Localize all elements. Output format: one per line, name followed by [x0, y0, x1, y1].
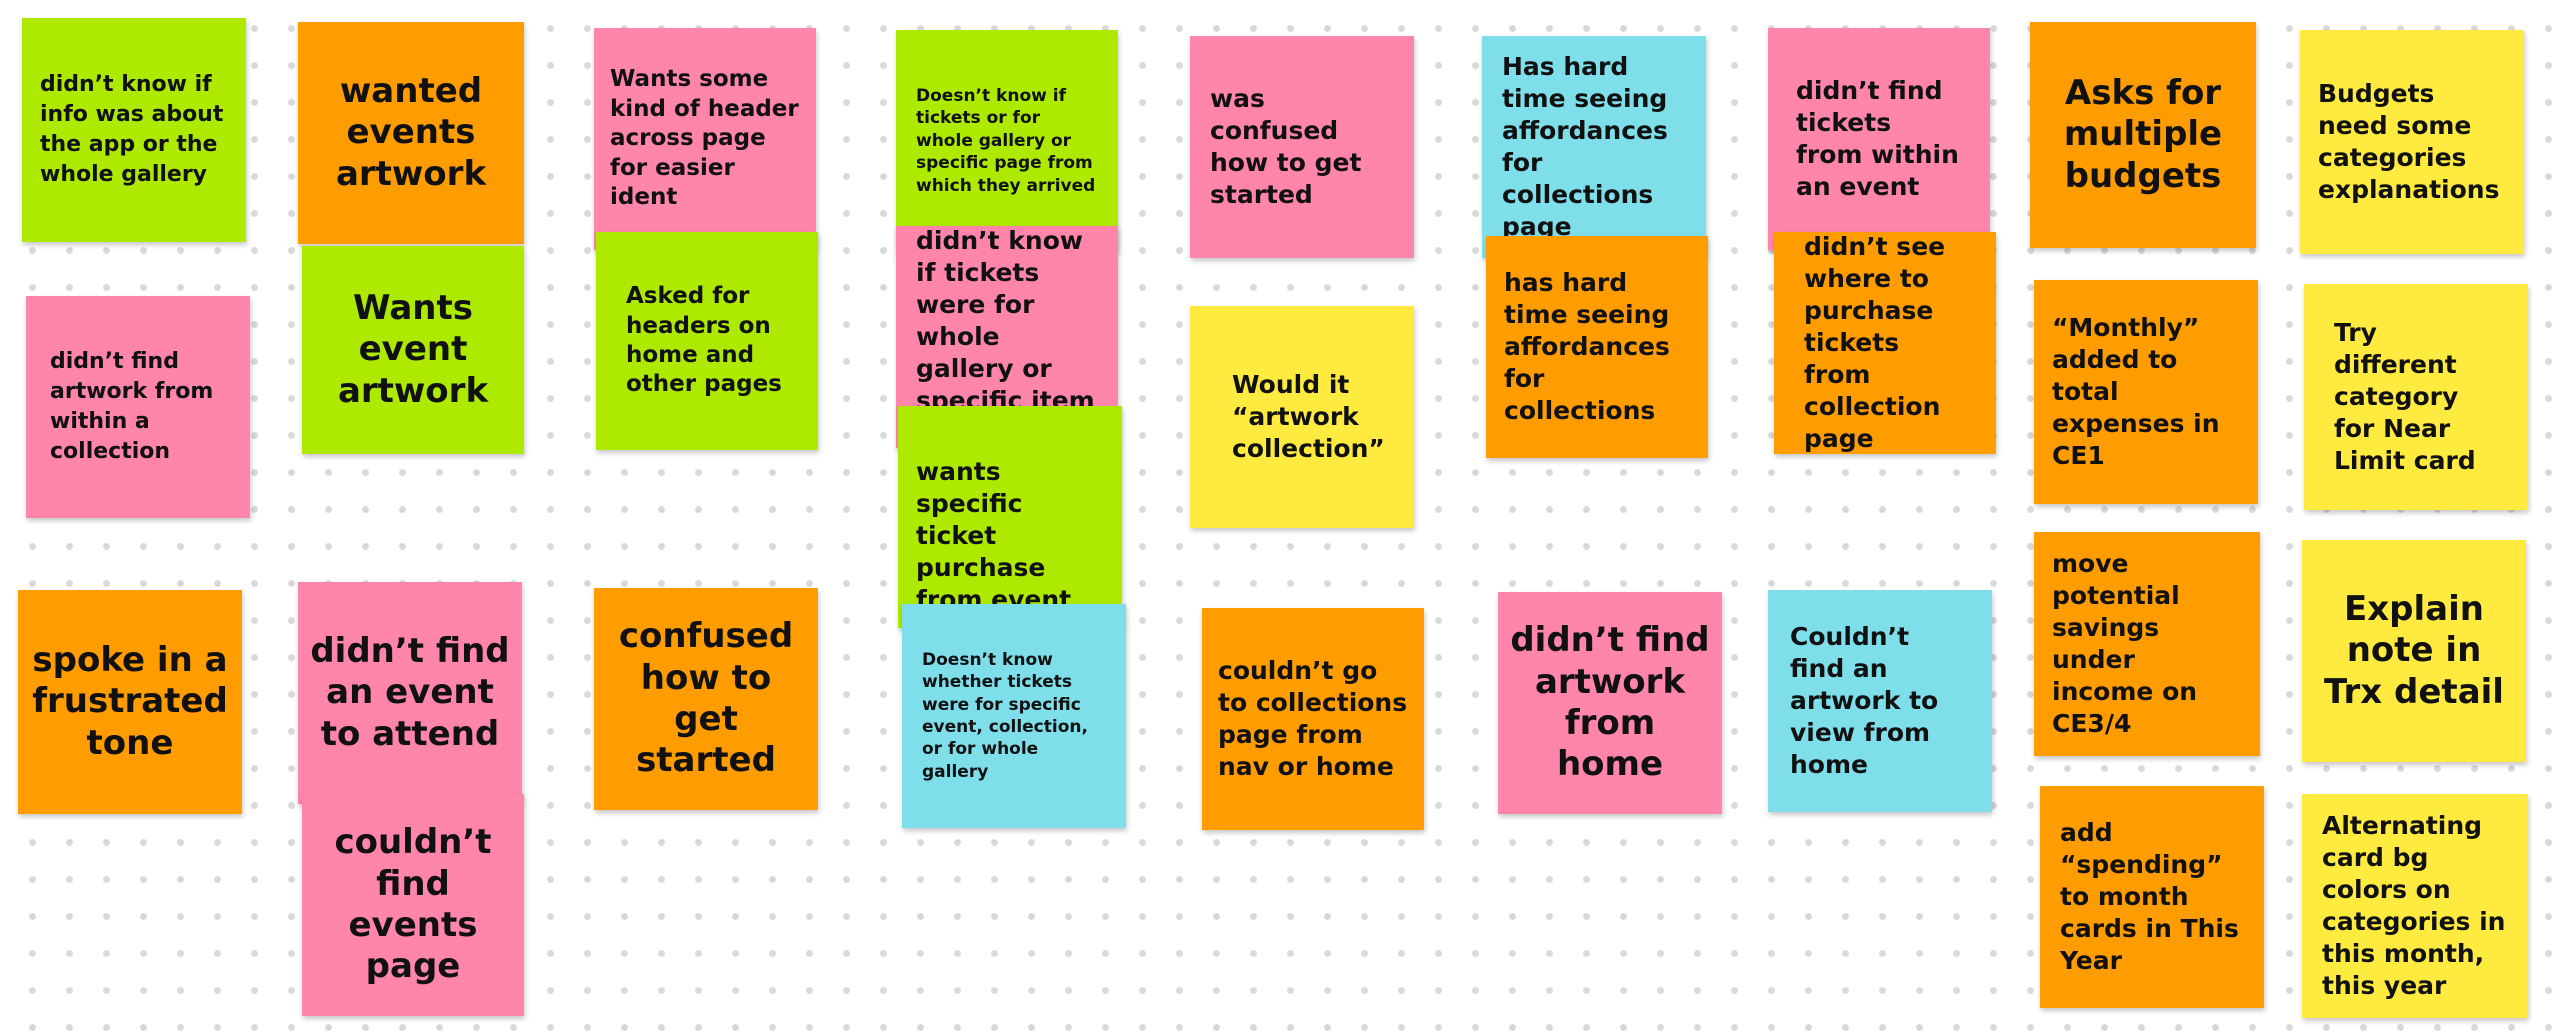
sticky-note[interactable]: has hard time seeing affordances for col… [1486, 236, 1708, 458]
sticky-note[interactable]: “Monthly” added to total expenses in CE1 [2034, 280, 2258, 504]
sticky-note[interactable]: didn’t find artwork from home [1498, 592, 1722, 814]
sticky-note-text: was confused how to get started [1210, 84, 1362, 209]
sticky-note-text: wanted events artwork [335, 70, 487, 194]
sticky-note[interactable]: couldn’t go to collections page from nav… [1202, 608, 1424, 830]
sticky-note[interactable]: Wants event artwork [302, 246, 524, 454]
sticky-note-text: didn’t find tickets from within an event [1796, 76, 1959, 201]
sticky-note-text: didn’t find an event to attend [310, 630, 510, 754]
sticky-note[interactable]: didn’t know if info was about the app or… [22, 18, 246, 242]
sticky-note[interactable]: Try different category for Near Limit ca… [2304, 284, 2528, 510]
sticky-note[interactable]: couldn’t find events page [302, 794, 524, 1016]
sticky-note[interactable]: confused how to get started [594, 588, 818, 810]
sticky-note-text: Doesn’t know whether tickets were for sp… [922, 649, 1088, 782]
sticky-note[interactable]: Budgets need some categories explanation… [2300, 30, 2524, 254]
sticky-note[interactable]: was confused how to get started [1190, 36, 1414, 258]
sticky-note[interactable]: Couldn’t find an artwork to view from ho… [1768, 590, 1992, 812]
sticky-note-text: didn’t find artwork from within a collec… [50, 349, 214, 464]
sticky-note[interactable]: Asks for multiple budgets [2030, 22, 2256, 248]
sticky-note-text: Couldn’t find an artwork to view from ho… [1790, 622, 1939, 779]
sticky-note-text: Asks for multiple budgets [2063, 72, 2223, 196]
sticky-note[interactable]: didn’t find an event to attend [298, 582, 522, 804]
sticky-note[interactable]: didn’t find artwork from within a collec… [26, 296, 250, 518]
sticky-note-text: Wants event artwork [337, 287, 489, 411]
sticky-note-text: Has hard time seeing affordances for col… [1502, 52, 1668, 241]
sticky-note[interactable]: Has hard time seeing affordances for col… [1482, 36, 1706, 258]
sticky-note-text: confused how to get started [618, 616, 794, 781]
sticky-note-text: wants specific ticket purchase from even… [916, 457, 1072, 614]
sticky-note-text: Wants some kind of header across page fo… [610, 66, 799, 211]
sticky-note-text: Alternating card bg colors on categories… [2322, 811, 2506, 1000]
sticky-note-text: didn’t know if info was about the app or… [40, 72, 224, 187]
sticky-note-text: Asked for headers on home and other page… [626, 283, 782, 398]
sticky-note-text: Would it “artwork collection” [1232, 370, 1385, 463]
sticky-note[interactable]: Explain note in Trx detail [2302, 540, 2526, 762]
sticky-note[interactable]: move potential savings under income on C… [2034, 532, 2260, 756]
sticky-note[interactable]: didn’t find tickets from within an event [1768, 28, 1990, 250]
sticky-note-text: add “spending” to month cards in This Ye… [2060, 818, 2239, 975]
sticky-note[interactable]: Would it “artwork collection” [1190, 306, 1414, 528]
sticky-note-text: “Monthly” added to total expenses in CE1 [2052, 313, 2220, 470]
sticky-note-text: spoke in a frustrated tone [32, 639, 228, 763]
sticky-note-text: move potential savings under income on C… [2052, 549, 2198, 738]
sticky-note-text: Explain note in Trx detail [2324, 588, 2504, 712]
sticky-note[interactable]: wanted events artwork [298, 22, 524, 244]
sticky-note[interactable]: add “spending” to month cards in This Ye… [2040, 786, 2264, 1008]
sticky-note-text: didn’t see where to purchase tickets fro… [1804, 232, 1946, 453]
sticky-note-text: Doesn’t know if tickets or for whole gal… [916, 85, 1096, 196]
sticky-note[interactable]: Asked for headers on home and other page… [596, 232, 818, 450]
sticky-note-text: Try different category for Near Limit ca… [2334, 318, 2476, 475]
sticky-note-text: has hard time seeing affordances for col… [1504, 268, 1670, 425]
sticky-note[interactable]: spoke in a frustrated tone [18, 590, 242, 814]
sticky-note-text: didn’t find artwork from home [1510, 620, 1710, 785]
sticky-note[interactable]: didn’t see where to purchase tickets fro… [1774, 232, 1996, 454]
sticky-note[interactable]: Doesn’t know whether tickets were for sp… [902, 604, 1126, 828]
sticky-note-text: Budgets need some categories explanation… [2318, 79, 2500, 204]
sticky-note-text: couldn’t find events page [334, 822, 492, 987]
sticky-note[interactable]: Wants some kind of header across page fo… [594, 28, 816, 250]
sticky-note[interactable]: Doesn’t know if tickets or for whole gal… [896, 30, 1118, 252]
sticky-note-text: couldn’t go to collections page from nav… [1218, 656, 1408, 781]
sticky-note[interactable]: Alternating card bg colors on categories… [2302, 794, 2528, 1018]
sticky-note[interactable]: wants specific ticket purchase from even… [898, 406, 1122, 628]
